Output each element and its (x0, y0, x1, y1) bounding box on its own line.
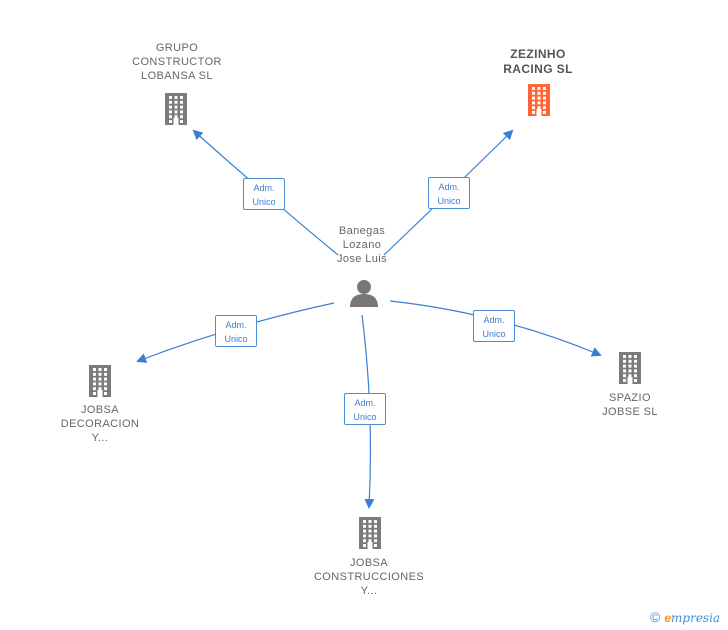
company-name-line: RACING SL (503, 62, 573, 76)
company-name-line: CONSTRUCCIONES (313, 571, 425, 583)
company-name-line: JOBSA (80, 404, 120, 416)
building-icon-spazio[interactable] (619, 352, 641, 384)
relation-role: Unico (252, 197, 276, 207)
company-name-line: DECORACION (60, 418, 140, 430)
relation-role: Adm. (483, 315, 505, 325)
company-name-line: GRUPO (155, 42, 199, 54)
company-label-jobsa-construcciones[interactable]: JOBSA CONSTRUCCIONES Y... (314, 556, 424, 598)
person-label[interactable]: Banegas Lozano Jose Luis (337, 224, 387, 266)
relation-label-grupo[interactable]: Adm. Unico (243, 178, 285, 210)
relation-role: Unico (224, 334, 248, 344)
company-label-grupo[interactable]: GRUPO CONSTRUCTOR LOBANSA SL (132, 41, 222, 83)
person-name-line: Jose Luis (336, 253, 388, 265)
relation-label-spazio[interactable]: Adm. Unico (473, 310, 515, 342)
relation-role: Adm. (438, 182, 460, 192)
company-name-line: Y... (360, 585, 378, 597)
building-icon-jobsa-dec[interactable] (89, 365, 111, 397)
relation-role: Unico (353, 412, 377, 422)
brand-logo-e: e (664, 611, 672, 625)
company-label-zezinho[interactable]: ZEZINHO RACING SL (503, 47, 573, 77)
company-label-jobsa-decoracion[interactable]: JOBSA DECORACION Y... (61, 403, 140, 445)
company-name-line: JOBSE SL (602, 406, 658, 418)
company-name-line: SPAZIO (609, 392, 651, 404)
person-name-line: Lozano (342, 239, 382, 251)
company-name-line: LOBANSA SL (141, 70, 213, 82)
company-label-spazio[interactable]: SPAZIO JOBSE SL (602, 391, 658, 419)
company-name-line: JOBSA (349, 557, 389, 569)
relation-label-jobsa-decoracion[interactable]: Adm. Unico (215, 315, 257, 347)
building-icon-jobsa-con[interactable] (359, 517, 381, 549)
company-name-line: ZEZINHO (510, 47, 566, 61)
brand-name: mpresia (671, 611, 721, 625)
relation-label-zezinho[interactable]: Adm. Unico (428, 177, 470, 209)
relation-role: Unico (437, 196, 461, 206)
relation-label-jobsa-construcciones[interactable]: Adm. Unico (344, 393, 386, 425)
person-name-line: Banegas (338, 225, 386, 237)
company-name-line: CONSTRUCTOR (132, 56, 222, 68)
company-name-line: Y... (91, 432, 109, 444)
building-icon-zezinho[interactable] (528, 84, 550, 116)
relation-role: Unico (482, 329, 506, 339)
footer-brand[interactable]: ©empresia (650, 609, 720, 625)
relation-role: Adm. (253, 183, 275, 193)
relation-role: Adm. (225, 320, 247, 330)
person-icon[interactable] (350, 280, 378, 307)
relation-role: Adm. (354, 398, 376, 408)
building-icon-grupo[interactable] (165, 93, 187, 125)
copyright-symbol: © (650, 609, 661, 625)
